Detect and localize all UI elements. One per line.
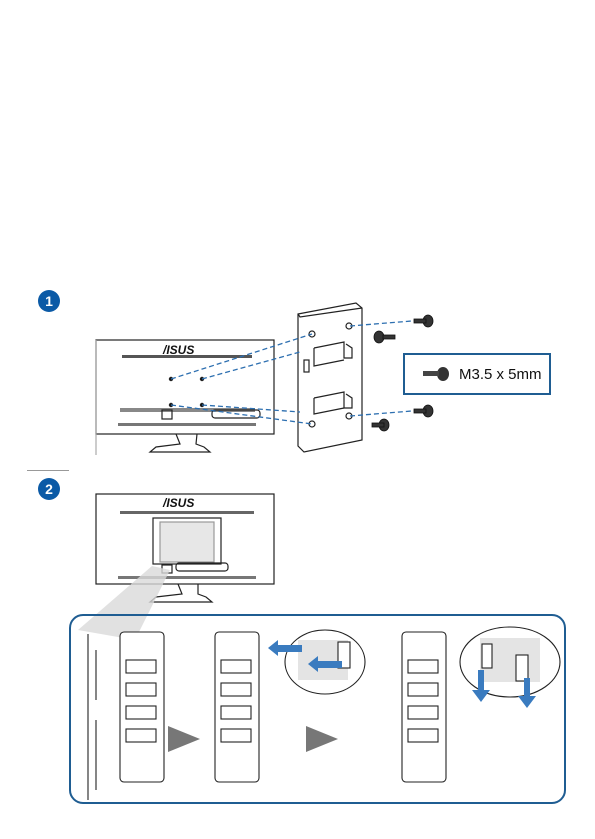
monitor-back-step2 [96, 494, 274, 602]
brand-logo-step1: /ISUS [162, 343, 194, 357]
detail-panel [69, 614, 566, 804]
monitor-back-step1 [96, 340, 274, 455]
screw-spec-box: M3.5 x 5mm [403, 353, 551, 395]
screw-icon [417, 362, 453, 386]
brand-logo-step2: /ISUS [162, 496, 194, 510]
screw-spec-label: M3.5 x 5mm [459, 366, 542, 383]
